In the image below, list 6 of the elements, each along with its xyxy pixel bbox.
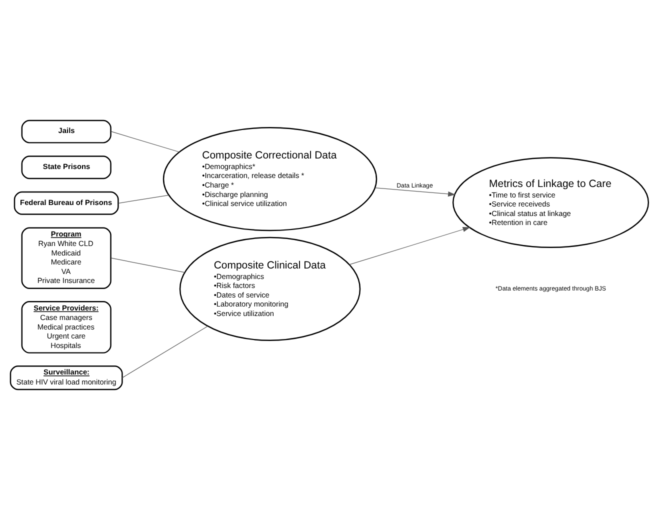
- arrow: [349, 226, 470, 264]
- arrow: [374, 187, 456, 196]
- connector: [111, 257, 186, 272]
- connector: [111, 130, 180, 152]
- connector: [122, 325, 208, 378]
- connector: [118, 194, 170, 203]
